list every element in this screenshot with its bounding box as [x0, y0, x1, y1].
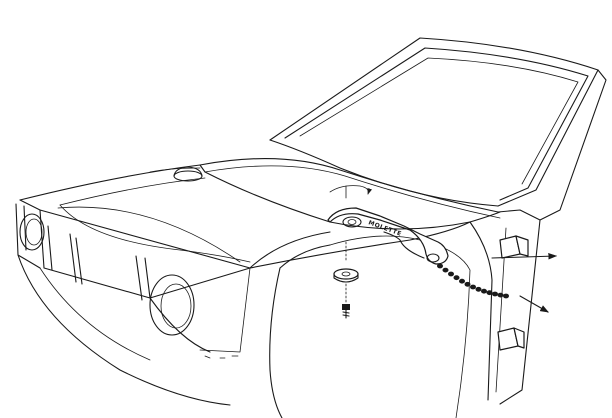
front-end: [15, 203, 251, 406]
cable-bead: [481, 288, 487, 294]
cable-bead: [503, 293, 509, 299]
cable-bead: [470, 284, 476, 290]
cable-bead: [475, 286, 482, 292]
door-hinges: [497, 235, 529, 351]
direction-arrows: [491, 252, 558, 313]
cable-bead: [459, 278, 465, 284]
release-cable: [437, 263, 509, 299]
mounting-hardware: [333, 241, 359, 319]
cable-bead: [464, 281, 471, 287]
fender: [249, 209, 541, 418]
cable-bead: [437, 263, 443, 269]
cable-bead: [442, 267, 449, 273]
cable-bead: [492, 291, 498, 297]
windshield: [269, 37, 599, 207]
cable-bead: [453, 275, 460, 281]
cable-bead: [448, 271, 454, 277]
cable-bead: [497, 292, 504, 298]
cable-bead: [486, 290, 493, 296]
cowl-panel: [199, 69, 607, 221]
